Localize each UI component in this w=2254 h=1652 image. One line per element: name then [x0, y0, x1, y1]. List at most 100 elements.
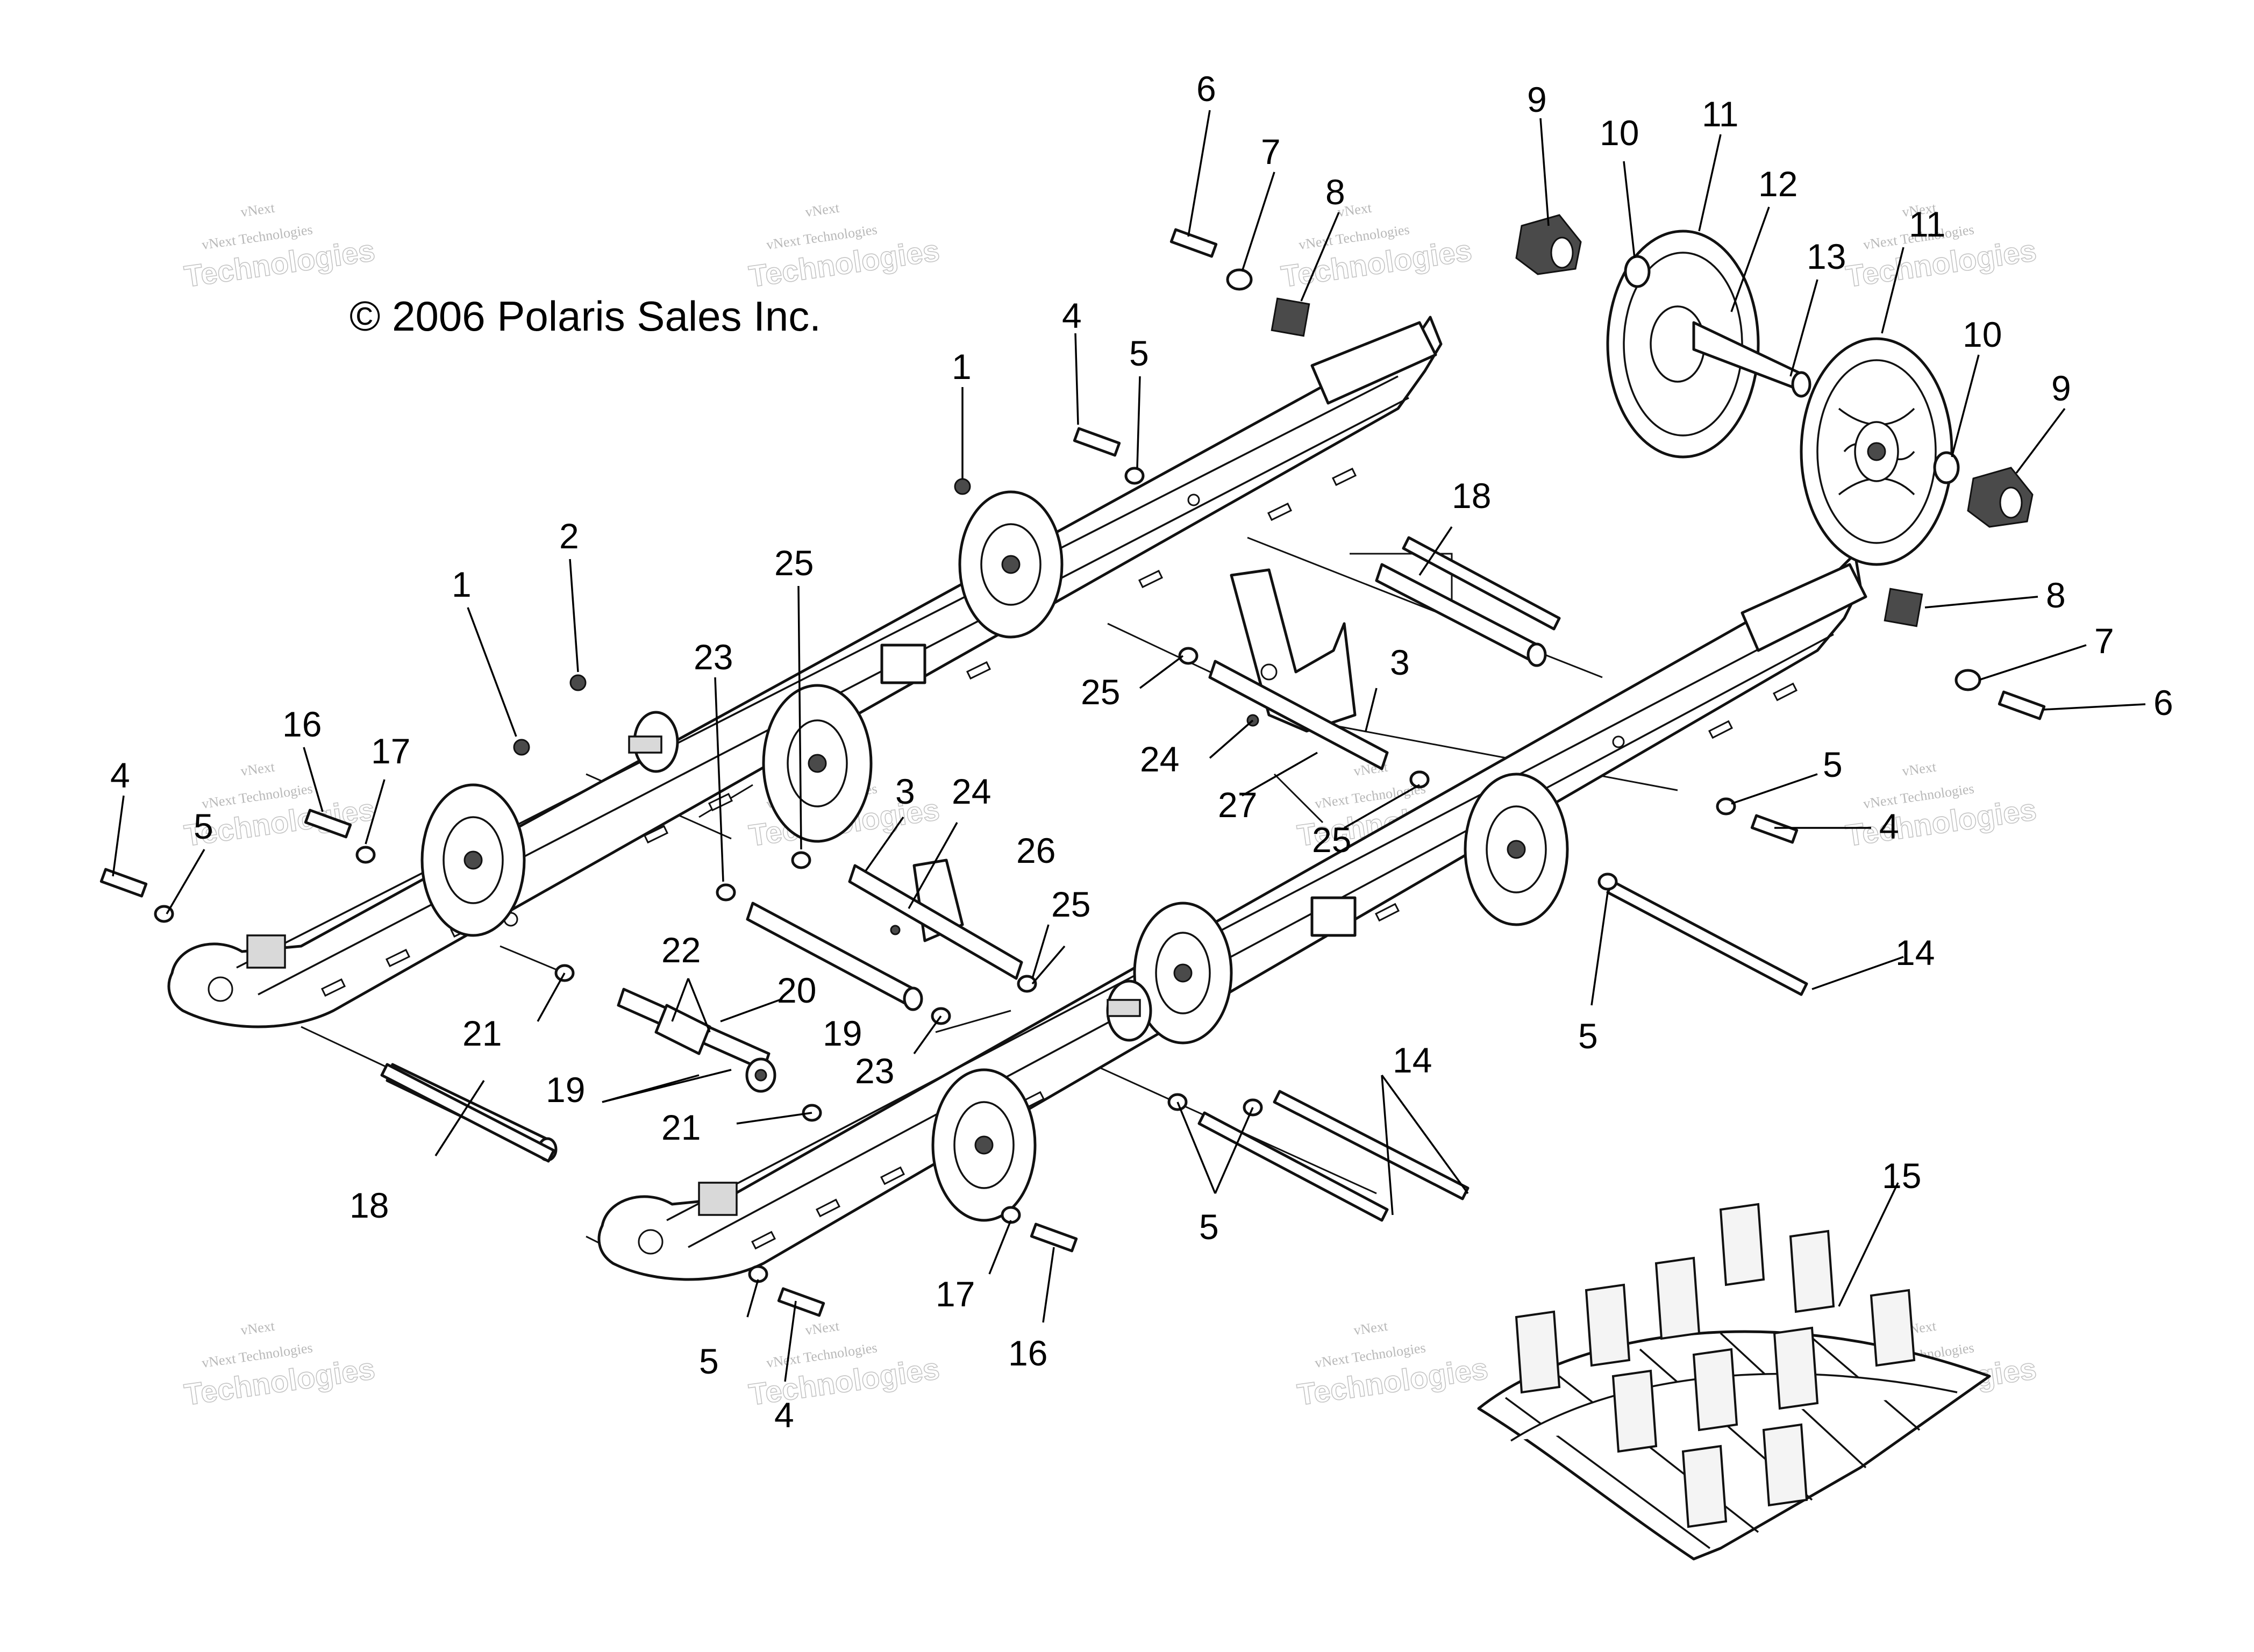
washer [716, 883, 736, 902]
callout-5: 5 [1199, 1207, 1219, 1247]
rail-slots [751, 682, 1798, 1250]
callout-17: 17 [371, 731, 410, 771]
callout-5: 5 [194, 806, 213, 846]
rail-wheel [762, 684, 873, 843]
rail-wheel [420, 783, 526, 937]
nut [569, 674, 587, 691]
idler-wheel [1800, 337, 1953, 566]
callout-25: 25 [1312, 820, 1351, 860]
bolt [99, 868, 148, 898]
washer [1409, 770, 1430, 789]
callout-20: 20 [777, 970, 816, 1010]
callout-11: 11 [1702, 94, 1739, 134]
rail-end-bracket [1741, 563, 1867, 652]
callout-1: 1 [452, 564, 472, 604]
callout-1: 1 [952, 347, 972, 387]
rail-wheel [958, 490, 1064, 639]
rail-tip-block [246, 934, 286, 969]
wheel-cap [1515, 214, 1582, 275]
watermark: vNext vNext Technologies Technologies [1843, 759, 2039, 853]
callout-4: 4 [110, 755, 130, 795]
callout-16: 16 [282, 704, 322, 744]
bolt [304, 809, 352, 839]
callout-17: 17 [936, 1274, 975, 1314]
snap-ring [1624, 255, 1651, 288]
washer [1178, 647, 1199, 665]
callout-18: 18 [349, 1185, 389, 1225]
wheel-cap [1967, 467, 2034, 528]
rail-wheel [1133, 902, 1233, 1045]
callout-3: 3 [895, 771, 915, 811]
callout-13: 13 [1807, 237, 1846, 276]
callout-7: 7 [2094, 621, 2114, 661]
callouts: 6 7 8 9 10 11 12 13 11 10 9 4 5 1 18 8 7… [110, 69, 2173, 1435]
rail-wheel [1464, 773, 1569, 926]
callout-14: 14 [1895, 933, 1935, 972]
pivot-bracket [1106, 979, 1152, 1042]
callout-8: 8 [1325, 172, 1345, 212]
watermark: vNext vNext Technologies Technologies [182, 1318, 377, 1412]
callout-6: 6 [2153, 683, 2173, 723]
callout-18: 18 [1452, 476, 1491, 516]
washer [791, 851, 811, 869]
washer [748, 1265, 768, 1283]
pivot-bracket [628, 711, 679, 773]
callout-16: 16 [1008, 1333, 1047, 1373]
washer [1597, 873, 1618, 891]
watermark: vNext vNext Technologies Technologies [1279, 200, 1474, 294]
callout-19: 19 [823, 1013, 862, 1053]
track-rods [380, 536, 1808, 1222]
callout-21: 21 [462, 1013, 502, 1053]
callout-14: 14 [1393, 1040, 1432, 1080]
cross-shaft [746, 902, 923, 1011]
washer [1716, 797, 1736, 816]
watermark-small-text: vNext [804, 1318, 841, 1339]
callout-12: 12 [1758, 164, 1798, 204]
fasteners [99, 228, 2046, 1317]
bolt [1169, 228, 1218, 258]
callout-5: 5 [1578, 1016, 1598, 1056]
nut [513, 739, 530, 756]
track-belt [1477, 1203, 1991, 1561]
callout-11: 11 [1909, 204, 1946, 244]
track-cleats [1515, 1203, 1916, 1528]
watermark-small-text: vNext [1901, 759, 1938, 779]
callout-25: 25 [1051, 884, 1090, 924]
nut [954, 478, 971, 495]
callout-2: 2 [559, 516, 579, 556]
shock-mount-bracket [1208, 568, 1389, 770]
bolt [1998, 690, 2046, 720]
washer [1017, 975, 1037, 993]
callout-21: 21 [661, 1107, 701, 1147]
rail-slots [320, 467, 1357, 997]
callout-19: 19 [546, 1070, 585, 1110]
callout-8: 8 [2046, 575, 2066, 615]
bolt [1030, 1222, 1078, 1253]
watermark: vNext vNext Technologies Technologies [746, 1318, 942, 1412]
watermark: vNext vNext Technologies Technologies [1295, 1318, 1490, 1412]
callout-9: 9 [2051, 368, 2071, 408]
rail-end-bracket [1310, 321, 1437, 405]
callout-25: 25 [774, 543, 814, 583]
watermark: vNext vNext Technologies Technologies [182, 200, 377, 294]
callout-3: 3 [1390, 642, 1410, 682]
rail-mount-block [1310, 896, 1357, 937]
rail-mount-block [880, 643, 926, 684]
callout-4: 4 [774, 1395, 794, 1435]
watermark-small-text: vNext [1353, 1318, 1389, 1339]
leader-lines [112, 110, 2146, 1382]
washer [1226, 268, 1253, 291]
shock-mount-bracket [848, 859, 1023, 980]
rail-tip-block [698, 1182, 738, 1216]
bolt [777, 1287, 825, 1317]
washer [1124, 467, 1145, 485]
callout-15: 15 [1882, 1156, 1921, 1196]
watermark-small-text: vNext [804, 200, 841, 220]
callout-26: 26 [1016, 831, 1055, 870]
callout-25: 25 [1081, 672, 1120, 712]
washer [1001, 1206, 1021, 1224]
callout-7: 7 [1261, 132, 1281, 171]
callout-23: 23 [855, 1051, 894, 1091]
watermark-small-text: vNext [240, 200, 276, 220]
